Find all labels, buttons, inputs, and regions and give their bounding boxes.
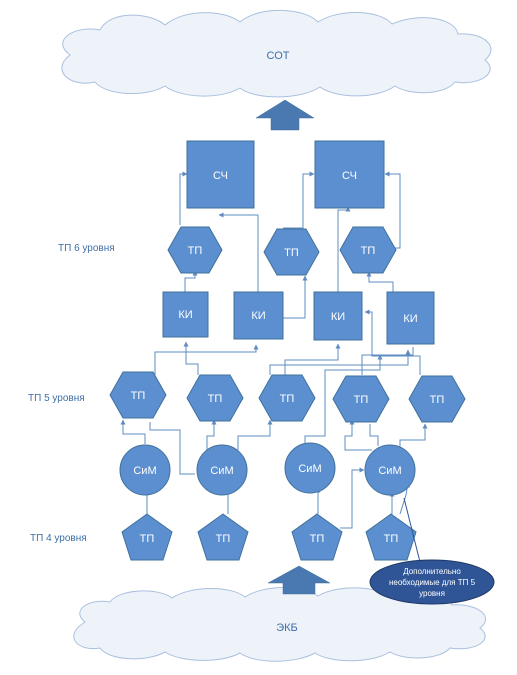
connector [304,354,383,444]
ki-label: КИ [331,311,345,323]
ki-square: КИ [162,291,209,338]
ki-square: КИ [313,291,363,341]
sim-label: СиМ [133,465,156,477]
tp-label: ТП [384,533,399,545]
top-cloud-label: СОТ [267,50,290,62]
tp-label: ТП [280,393,295,405]
connector [269,349,411,375]
sim-circle: СиМ [196,444,248,496]
sch-square: СЧ [314,140,385,209]
sch-label: СЧ [213,170,228,182]
connector [361,347,414,375]
note-line-1: Дополнительно [403,567,461,576]
connectors [120,171,428,529]
connector [237,419,273,450]
ki-square: КИ [386,291,435,345]
ki-label: КИ [178,309,192,321]
tp5-hexagon: ТП [109,371,167,419]
tp5-hexagon: ТП [332,375,390,423]
block-arrow-up-bottom [267,565,331,595]
tp-label: ТП [216,533,231,545]
tp4-pentagon: ТП [365,513,417,561]
connector [369,424,379,446]
tp-label: ТП [140,533,155,545]
sim-label: СиМ [210,465,233,477]
top-cloud: СОТ [61,9,492,98]
tp6-hexagon: ТП [167,226,223,274]
tp4-pentagon: ТП [121,513,173,561]
tp-label: ТП [208,393,223,405]
tp5-hexagon: ТП [258,374,316,422]
connector [340,467,365,529]
connector [284,343,341,375]
connector [283,171,315,229]
bottom-cloud: ЭКБ [73,587,487,662]
tp-label: ТП [284,247,299,259]
tp5-hexagon: ТП [408,375,466,423]
connector [149,422,195,475]
sim-circle: СиМ [284,442,336,494]
connector [120,419,146,444]
level-6-label: ТП 6 уровня [58,243,115,254]
connector [154,344,259,375]
connector [179,171,188,225]
note-line-2: необходимые для ТП 5 [389,578,476,587]
connector [399,423,428,450]
note-line-3: уровня [419,589,445,598]
tp4-pentagon: ТП [197,513,249,561]
bottom-cloud-label: ЭКБ [276,622,298,634]
sim-label: СиМ [298,463,321,475]
connector [344,419,372,451]
connector [364,309,421,375]
ki-square: КИ [233,291,284,340]
tp-label: ТП [361,245,376,257]
level-4-label: ТП 4 уровня [30,533,87,544]
tp6-hexagon: ТП [339,226,397,274]
note-callout: Дополнительно необходимые для ТП 5 уровн… [369,497,495,605]
connector [183,341,199,375]
sch-label: СЧ [342,170,357,182]
sch-square: СЧ [186,140,255,209]
block-arrow-up-top [255,99,315,131]
connector [184,270,198,292]
sim-circle: СиМ [364,444,416,496]
tp4-pentagon: ТП [291,513,343,561]
tp-label: ТП [188,245,203,257]
sim-circle: СиМ [119,444,171,496]
tp-label: ТП [131,390,146,402]
tp-label: ТП [354,394,369,406]
level-5-label: ТП 5 уровня [28,393,85,404]
connector [206,419,217,450]
connector [283,275,308,319]
tp-label: ТП [310,533,325,545]
connector [218,212,259,292]
ki-label: КИ [251,310,265,322]
sim-label: СиМ [378,465,401,477]
tp5-hexagon: ТП [186,374,244,422]
connector [366,271,394,292]
tp6-hexagon: ТП [263,228,320,276]
ki-label: КИ [403,313,417,325]
tp-label: ТП [430,394,445,406]
